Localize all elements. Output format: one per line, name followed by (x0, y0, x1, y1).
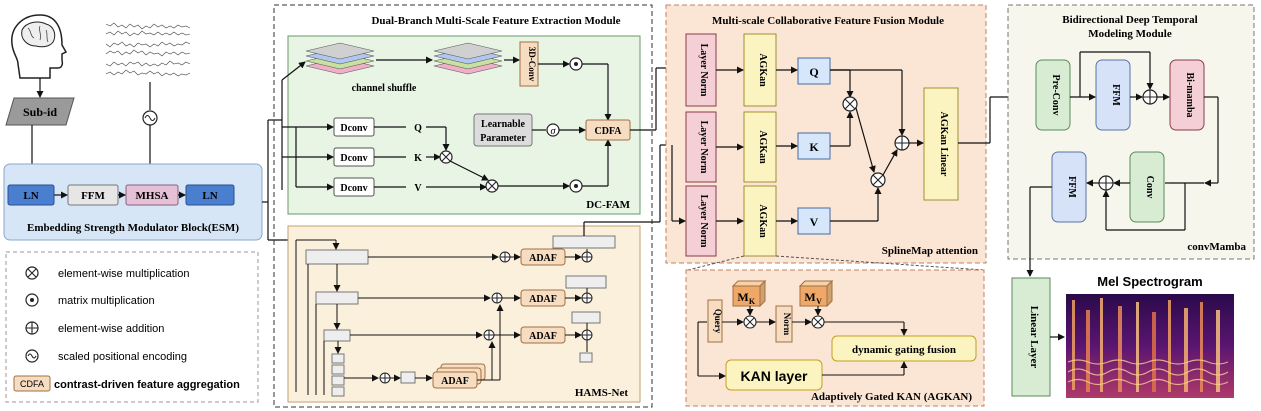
query-box (707, 299, 723, 343)
dual-branch-title: Dual-Branch Multi-Scale Feature Extracti… (371, 15, 620, 27)
svg-text:V: V (810, 215, 819, 229)
feature-stack-2 (433, 42, 503, 75)
sub-id-input (5, 97, 75, 126)
agkan-q (743, 33, 777, 107)
svg-text:LN: LN (202, 190, 217, 202)
dc-fam-tag: DC-FAM (586, 199, 630, 211)
svg-text:V: V (414, 183, 422, 194)
svg-text:Dconv: Dconv (340, 153, 367, 164)
svg-text:FFM: FFM (1066, 176, 1077, 198)
linear-layer-box (1011, 277, 1051, 397)
feature-stack-1 (305, 42, 375, 75)
bdtm-block (1007, 4, 1255, 260)
svg-text:AGKan Linear: AGKan Linear (938, 112, 949, 177)
svg-text:σ: σ (551, 126, 557, 137)
layer-norm-q (685, 33, 717, 107)
channel-shuffle-label: channel shuffle (352, 83, 417, 94)
svg-text:AGKan: AGKan (757, 53, 768, 87)
convmamba-tag: convMamba (1187, 241, 1246, 253)
mcffm-title: Multi-scale Collaborative Feature Fusion… (712, 15, 944, 27)
svg-text:Linear Layer: Linear Layer (1028, 306, 1040, 369)
hams-feat-l2 (315, 291, 359, 305)
head-brain-icon (11, 14, 68, 79)
bimamba-box (1169, 59, 1205, 131)
esm-ln2-box (185, 184, 235, 206)
svg-text:CDFA: CDFA (20, 379, 44, 389)
svg-text:K: K (414, 153, 422, 164)
svg-text:contrast-driven feature aggreg: contrast-driven feature aggregation (54, 379, 240, 391)
svg-text:matrix multiplication: matrix multiplication (58, 295, 155, 307)
mk-box (732, 285, 761, 307)
bdtm-title-2: Modeling Module (1088, 28, 1172, 40)
svg-text:element-wise addition: element-wise addition (58, 323, 164, 335)
hams-out-l2 (565, 275, 607, 289)
svg-text:Learnable: Learnable (481, 119, 525, 130)
layer-norm-v (685, 185, 717, 257)
gating-fusion-box (831, 335, 977, 362)
splinemap-tag: SplineMap attention (882, 245, 978, 257)
dual-branch-module-frame (273, 4, 653, 408)
svg-text:Parameter: Parameter (480, 133, 526, 144)
bdtm-title-1: Bidirectional Deep Temporal (1062, 14, 1197, 26)
agkan-linear-box (923, 87, 959, 201)
svg-text:Dconv: Dconv (340, 183, 367, 194)
svg-text:Dconv: Dconv (340, 123, 367, 134)
eeg-signal-icon (104, 18, 196, 82)
svg-text:M: M (737, 290, 748, 304)
svg-text:ADAF: ADAF (529, 253, 557, 264)
mcffm-k-box (797, 132, 831, 160)
svg-text:FFM: FFM (1110, 84, 1121, 106)
mcffm-q-box (797, 57, 831, 85)
svg-text:3D-Conv: 3D-Conv (527, 47, 537, 82)
svg-text:Layer Norm: Layer Norm (698, 44, 709, 98)
bdtm-ffm-box (1095, 59, 1131, 131)
norm-box (775, 305, 793, 343)
mel-title: Mel Spectrogram (1097, 274, 1202, 289)
agkan-v (743, 185, 777, 257)
svg-text:AGKan: AGKan (757, 130, 768, 164)
svg-text:scaled positional encoding: scaled positional encoding (58, 351, 187, 363)
svg-text:Conv: Conv (1144, 176, 1155, 199)
mv-box (799, 285, 828, 307)
bdtm-conv-box (1129, 151, 1165, 223)
svg-text:K: K (749, 297, 756, 306)
svg-text:V: V (816, 297, 822, 306)
svg-text:CDFA: CDFA (594, 126, 622, 137)
svg-text:Pre-Conv: Pre-Conv (1050, 75, 1061, 116)
hams-feat-l1 (305, 249, 369, 265)
svg-text:Layer Norm: Layer Norm (698, 121, 709, 175)
svg-text:Q: Q (809, 65, 818, 79)
layer-norm-k (685, 111, 717, 183)
preconv-box (1035, 59, 1071, 131)
svg-text:M: M (804, 290, 815, 304)
esm-title: Embedding Strength Modulator Block(ESM) (27, 222, 239, 234)
sub-id-label: Sub-id (23, 105, 57, 119)
cdfa-tag (13, 375, 51, 392)
svg-text:Layer Norm: Layer Norm (698, 195, 709, 249)
svg-text:ADAF: ADAF (529, 331, 557, 342)
svg-text:ADAF: ADAF (441, 376, 469, 387)
hams-out-l1 (552, 235, 616, 249)
hams-out-l3 (571, 311, 601, 324)
svg-text:MHSA: MHSA (136, 190, 169, 202)
svg-text:LN: LN (23, 190, 38, 202)
hams-feat-l3 (323, 329, 351, 342)
svg-text:AGKan: AGKan (757, 204, 768, 238)
svg-text:KAN layer: KAN layer (741, 368, 808, 384)
svg-text:element-wise multiplication: element-wise multiplication (58, 268, 189, 280)
svg-text:dynamic gating fusion: dynamic gating fusion (852, 344, 956, 356)
svg-text:Query: Query (713, 309, 723, 334)
svg-text:FFM: FFM (81, 190, 105, 202)
agkan-tag: Adaptively Gated KAN (AGKAN) (811, 391, 972, 403)
svg-text:Q: Q (414, 123, 422, 134)
svg-text:K: K (809, 140, 819, 154)
svg-text:Bi-mamba: Bi-mamba (1184, 73, 1195, 118)
agkan-k (743, 111, 777, 183)
svg-text:ADAF: ADAF (529, 294, 557, 305)
hams-net-tag: HAMS-Net (575, 387, 628, 399)
svg-text:Norm: Norm (782, 313, 792, 336)
